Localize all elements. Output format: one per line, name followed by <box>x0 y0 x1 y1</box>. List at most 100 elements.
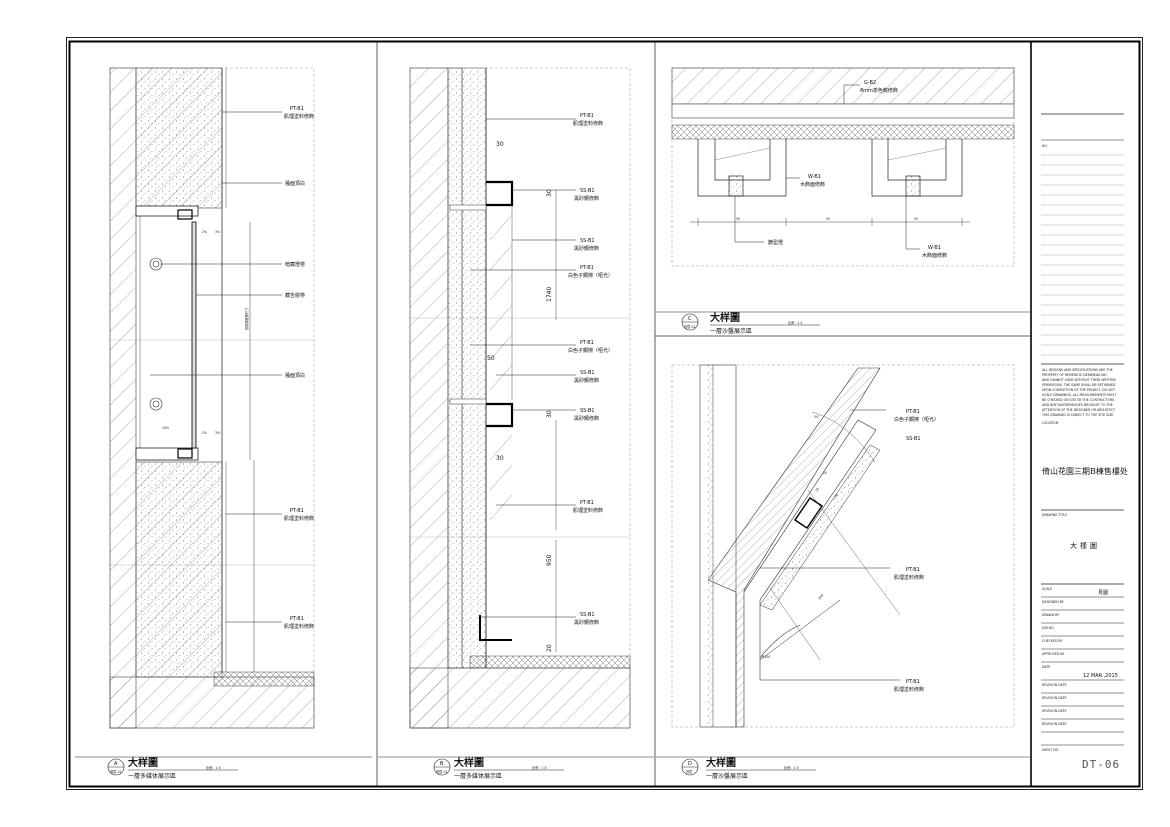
b-label-3: SS-B1 <box>580 188 595 194</box>
b-subtitle: 一層多媒体展示區 <box>454 772 502 780</box>
b-label-5: SS-B1 <box>580 238 595 244</box>
d-label-3: SS-B1 <box>906 436 921 442</box>
revision-lines <box>1041 154 1124 356</box>
disclaimer-1: ALL DESIGNS AND SPECIFICATIONS ARE THE <box>1042 368 1113 372</box>
a-label-10: 肌理塗料修飾 <box>284 623 314 630</box>
disclaimer-7: BE CHECKED ON SITE BY THE CONTRACTORS <box>1042 398 1114 402</box>
c-title: 大样圖 <box>710 311 740 324</box>
a-scale: 比例：1:3 <box>206 765 221 770</box>
d-dim-6: R100 <box>762 655 770 659</box>
d-label-6: PT-B1 <box>906 679 920 685</box>
a-callout-letter: A <box>114 761 118 767</box>
b-label-7: PT-B1 <box>580 265 594 271</box>
c-label-6: W-B1 <box>928 245 941 251</box>
a-vertical-note: 按現場實際尺寸 <box>244 307 249 330</box>
drawing-title-label: DRAWING TITLE <box>1042 513 1067 517</box>
a-label-6: 檯面頂白 <box>285 372 305 379</box>
disclaimer-10: THIS DRAWING IS SUBJECT TO THE SITE SIZE… <box>1041 413 1114 417</box>
d-label-2: 白色子鋼擦（啞光） <box>894 416 939 423</box>
panel-c-caption: C 首层-01 大样圖 比例：1:1 一層沙盤展示區 <box>656 311 1030 335</box>
c-label-7: 木飾面修飾 <box>922 252 947 259</box>
b-dim-1: 30 <box>496 141 504 148</box>
a-label-9: PT-B1 <box>290 616 304 622</box>
b-dim-3: 1740 <box>546 287 553 302</box>
d-dim-1: 30° <box>814 415 820 419</box>
b-label-13: SS-B1 <box>580 408 595 414</box>
disclaimer-8: AND ANY DISCREPANCIES BROUGHT TO THE <box>1042 403 1113 407</box>
panel-a-detail <box>109 67 315 729</box>
b-label-1: PT-B1 <box>580 113 594 119</box>
b-label-16: 肌理塗料修飾 <box>573 507 603 514</box>
panel-c-detail <box>671 67 1015 267</box>
c-subtitle: 一層沙盤展示區 <box>710 327 752 335</box>
b-title: 大样圖 <box>454 756 484 769</box>
field-jobno: JOB NO. <box>1041 626 1054 630</box>
a-dim-1: 2% <box>202 230 207 234</box>
d-label-5: 肌理塗料修飾 <box>894 574 924 581</box>
b-label-18: 黑砂鋼修飾 <box>574 619 599 626</box>
location-label: LOCATION <box>1042 421 1059 425</box>
b-dim-5: 30 <box>546 410 553 418</box>
a-title: 大样圖 <box>128 756 158 769</box>
field-approved: APPROVED BY <box>1042 652 1064 656</box>
date-value: 12 MAR.,2015 <box>1083 673 1118 679</box>
a-label-5: 藏告膠帶 <box>285 292 305 299</box>
disclaimer-5: UPON COMPLETION OF THE PROJECT. DO NOT <box>1042 388 1115 392</box>
a-dim-2: 3% <box>215 230 220 234</box>
b-label-9: PT-B1 <box>580 340 594 346</box>
d-dim-4: 20 <box>815 487 821 493</box>
panel-d-detail <box>671 364 1015 728</box>
b-callout-ref: 首层-01 <box>436 769 448 774</box>
d-scale: 比例：1:3 <box>784 765 799 770</box>
c-label-5: 篩型燈 <box>768 239 783 246</box>
d-dim-2: 20 <box>823 471 827 475</box>
b-label-14: 黑砂鋼修飾 <box>574 415 599 422</box>
b-dim-7: 950 <box>546 554 553 566</box>
b-scale: 比例：1:3 <box>532 765 547 770</box>
field-revision-1: REVISION DATE <box>1042 683 1067 687</box>
c-label-4: 木飾面修飾 <box>800 181 825 188</box>
b-label-8: 白色子鋼擦（啞光） <box>568 272 613 279</box>
c-dim-2: 50 <box>826 217 830 221</box>
field-revision-4: REVISION DATE <box>1042 722 1067 726</box>
scale-label: SCALE <box>1042 587 1052 591</box>
d-callout-letter: D <box>688 761 692 767</box>
d-subtitle: 一層沙盤展示區 <box>706 772 748 780</box>
field-sheetno: SHEET NO. <box>1042 748 1059 752</box>
c-label-2: 8mm茶色鏡修飾 <box>860 87 898 94</box>
inner-frame <box>68 40 1141 788</box>
d-title: 大样圖 <box>706 756 736 769</box>
b-dim-8: 20 <box>546 644 553 652</box>
panel-d-caption: D 首层 大样圖 比例：1:3 一層沙盤展示區 <box>656 756 1030 780</box>
c-dim-3: 50 <box>914 217 918 221</box>
disclaimer-6: SCALE DRAWINGS. ALL MEASUREMENTS MUST <box>1042 393 1116 397</box>
c-callout-letter: C <box>688 316 692 322</box>
disclaimer-9: ATTENTION OF THE DESIGNER OR ARCHITECT. <box>1042 408 1116 412</box>
project-name: 倚山花園三期B棟售樓处 <box>1042 466 1128 476</box>
d-label-7: 肌理塗料修飾 <box>894 686 924 693</box>
panel-b-annotations: PT-B1 肌理塗料修飾 SS-B1 黑砂鋼修飾 SS-B1 黑砂鋼修飾 PT-… <box>487 113 613 652</box>
field-lines <box>1041 596 1124 746</box>
a-label-1: PT-B1 <box>290 106 304 112</box>
panel-a-caption: A 首层-01 大样圖 比例：1:3 一層多媒体展示區 <box>75 756 372 780</box>
c-label-1: G-B2 <box>864 80 876 86</box>
scale-value: 見圖 <box>1098 590 1108 596</box>
b-label-6: 黑砂鋼修飾 <box>574 245 599 252</box>
field-date: DATE <box>1042 665 1050 669</box>
field-checked: CHECKED BY <box>1042 639 1062 643</box>
a-label-3: 檯面頂白 <box>285 180 305 187</box>
a-callout-ref: 首层-01 <box>110 769 122 774</box>
disclaimer-2: PROPERTY OF REMEDIOS SIEMBIEDA INC. <box>1042 373 1108 377</box>
b-dim-4: 50 <box>487 355 495 362</box>
c-callout-ref: 首层-01 <box>684 324 696 329</box>
b-dim-6: 30 <box>496 455 504 462</box>
b-label-15: PT-B1 <box>580 500 594 506</box>
field-drawn: DRAWN BY <box>1042 613 1059 617</box>
b-label-4: 黑砂鋼修飾 <box>574 195 599 202</box>
c-scale: 比例：1:1 <box>788 320 803 325</box>
field-revision-2: REVISION DATE <box>1042 696 1067 700</box>
disclaimer-3: AND CANNOT USED WITHOUT THEIR WRITTEN <box>1042 378 1116 382</box>
b-callout-letter: B <box>440 761 444 767</box>
b-label-11: SS-B1 <box>580 370 595 376</box>
